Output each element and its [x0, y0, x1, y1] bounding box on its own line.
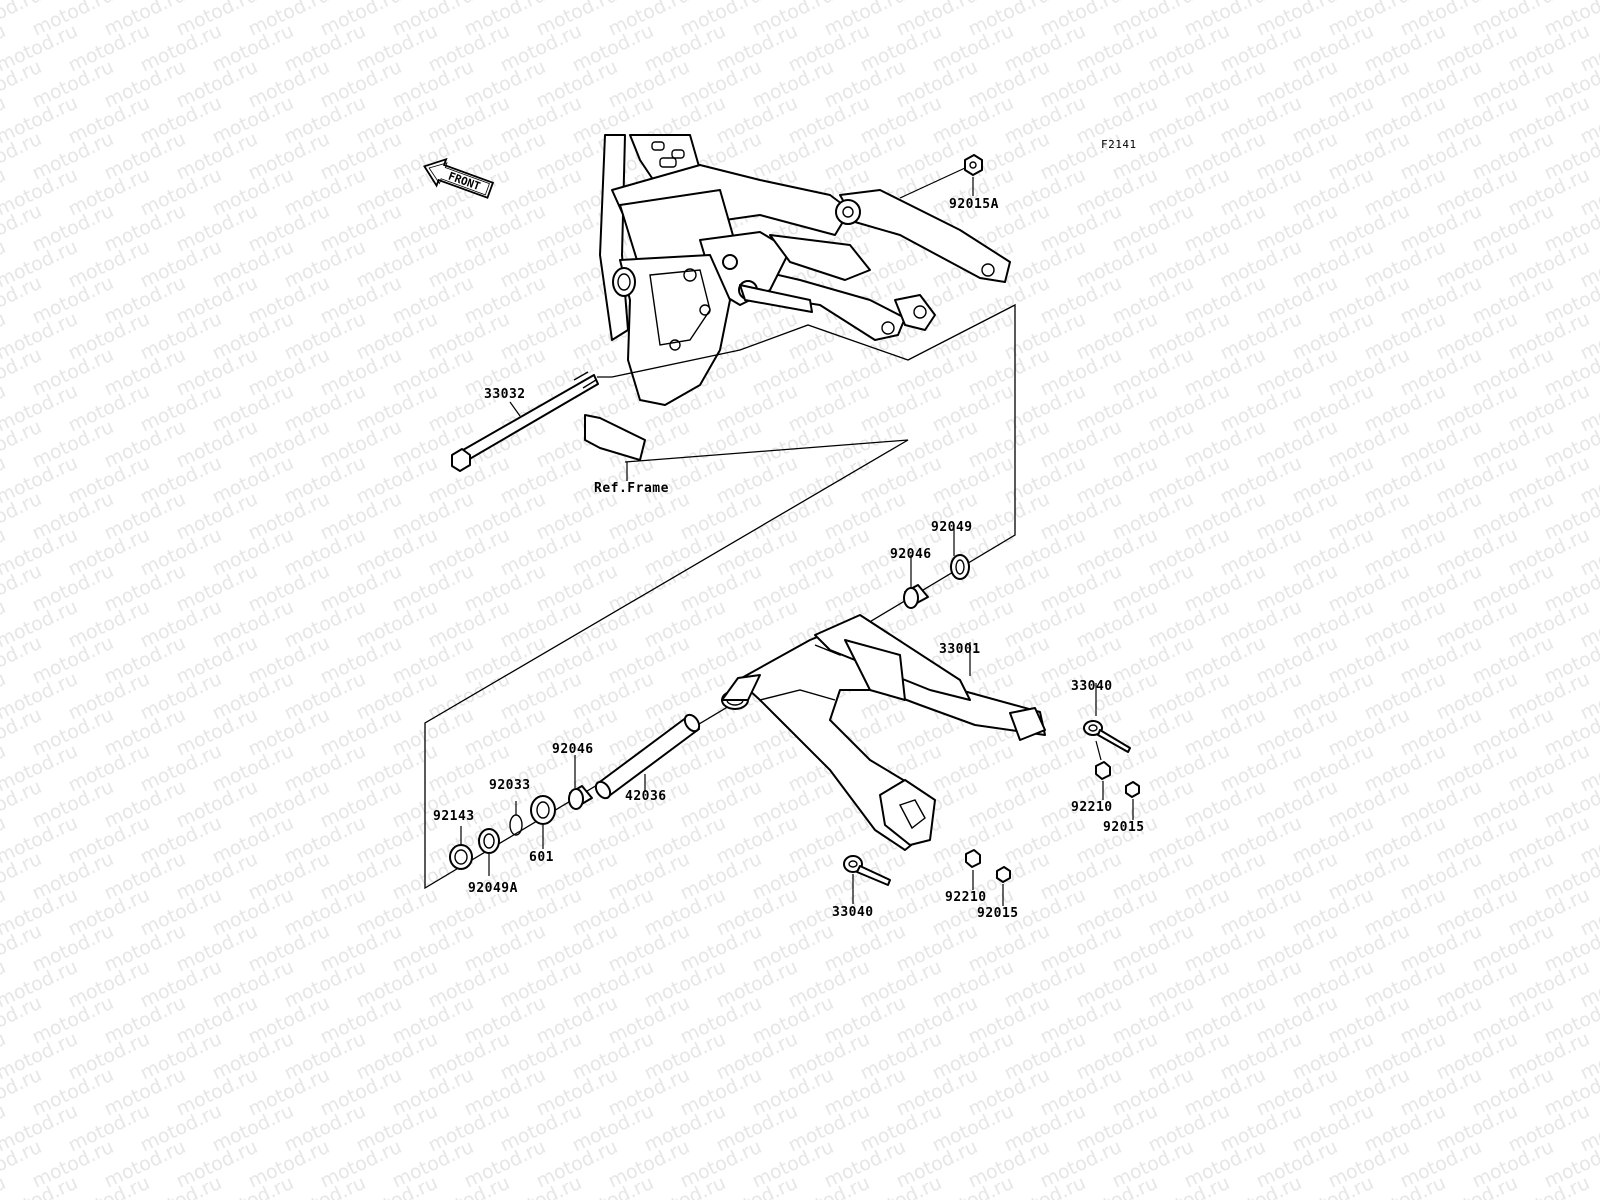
- nut-92210-bottom: [965, 849, 981, 868]
- label-92046-mid: 92046: [552, 742, 594, 757]
- nut-92015-right: [1125, 781, 1140, 798]
- nut-92015A: [964, 154, 983, 176]
- nut-92015-bottom: [996, 866, 1011, 883]
- label-33040-bottom: 33040: [832, 905, 874, 920]
- watermark-text: motod.ru: [1577, 0, 1600, 5]
- nut-92210-right: [1095, 761, 1111, 780]
- label-92046-top: 92046: [890, 547, 932, 562]
- label-92033: 92033: [489, 778, 531, 793]
- label-ref-frame: Ref.Frame: [594, 481, 669, 496]
- label-92143: 92143: [433, 809, 475, 824]
- seal-92049A: [478, 828, 500, 854]
- figure-id: F2141: [1101, 138, 1137, 151]
- label-33040-right: 33040: [1071, 679, 1113, 694]
- label-601: 601: [529, 850, 554, 865]
- circlip-92033: [509, 814, 523, 836]
- label-42036: 42036: [625, 789, 667, 804]
- label-33001: 33001: [939, 642, 981, 657]
- bearing-601: [530, 795, 556, 825]
- label-92049A: 92049A: [468, 881, 518, 896]
- label-92015A: 92015A: [949, 197, 999, 212]
- cap-92143: [449, 844, 473, 870]
- label-92210-right: 92210: [1071, 800, 1113, 815]
- label-33032: 33032: [484, 387, 526, 402]
- label-92015-bottom: 92015: [977, 906, 1019, 921]
- label-92049-top: 92049: [931, 520, 973, 535]
- seal-92049-top: [950, 554, 970, 580]
- label-92210-bottom: 92210: [945, 890, 987, 905]
- label-92015-right: 92015: [1103, 820, 1145, 835]
- watermark-text: motod.ru: [0, 1172, 9, 1200]
